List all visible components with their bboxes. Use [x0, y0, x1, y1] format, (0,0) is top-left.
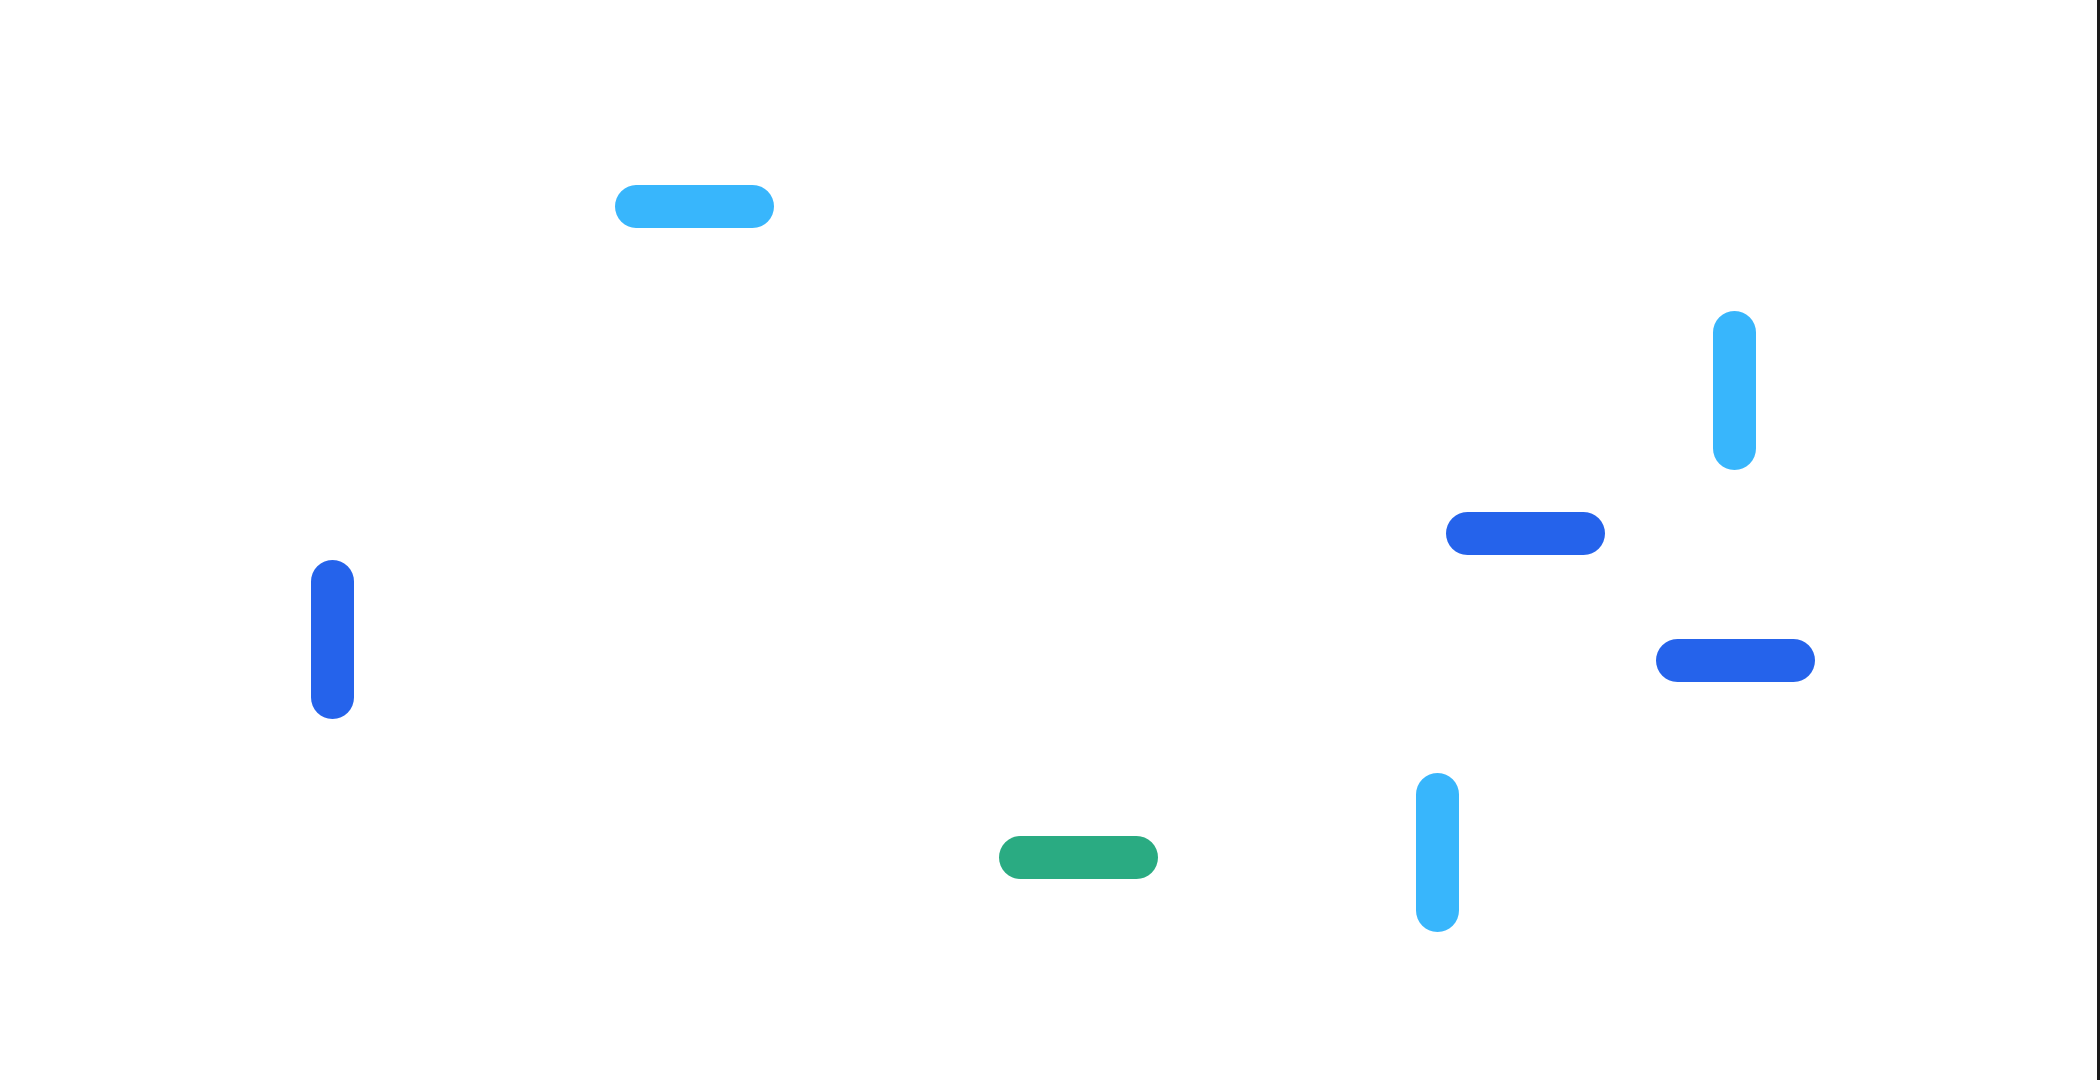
pill-blue-2[interactable]	[311, 560, 354, 719]
pill-light-blue-3[interactable]	[1416, 773, 1459, 932]
pill-blue-1[interactable]	[1446, 512, 1605, 555]
pill-light-blue-2[interactable]	[1713, 311, 1756, 470]
pill-green-1[interactable]	[999, 836, 1158, 879]
pill-light-blue-1[interactable]	[615, 185, 774, 228]
board-edge	[2097, 0, 2100, 1080]
pill-blue-3[interactable]	[1656, 639, 1815, 682]
